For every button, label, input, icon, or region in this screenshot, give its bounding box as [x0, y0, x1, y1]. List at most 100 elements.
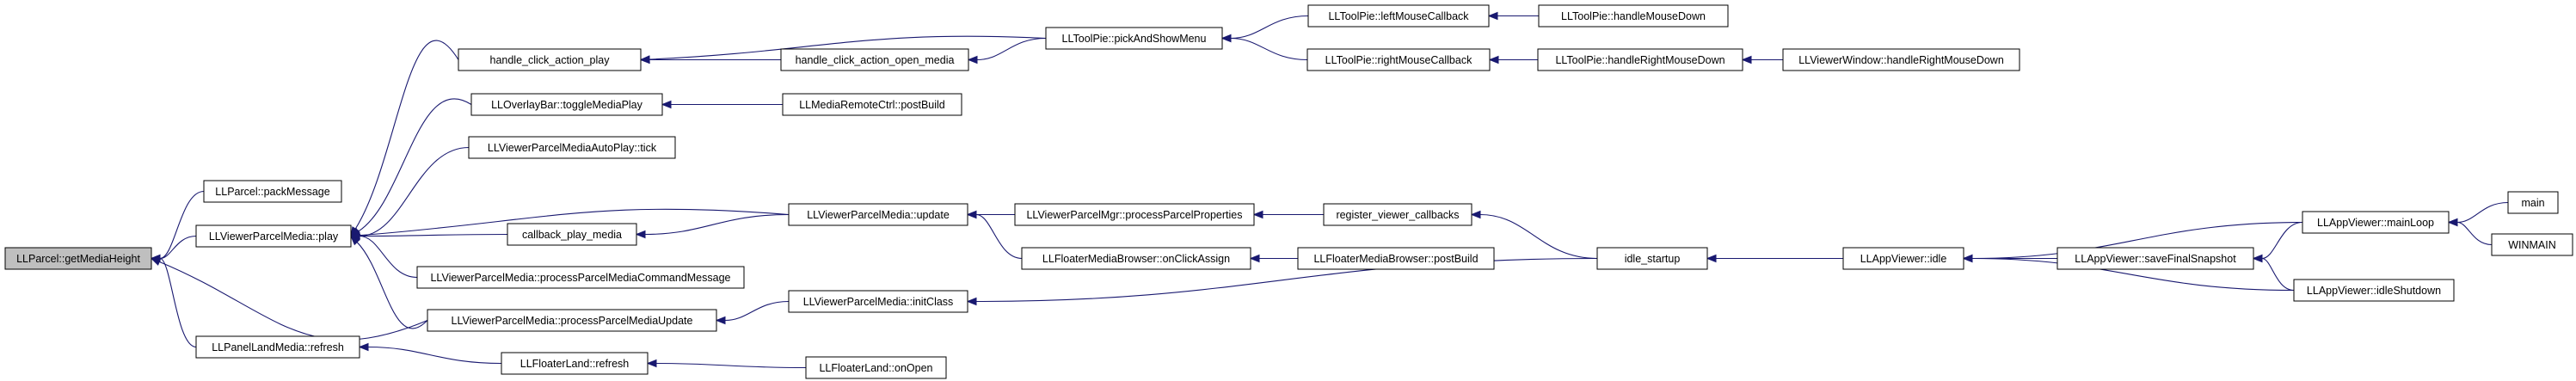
call-edge-toggleMediaPlay-to-play — [358, 98, 472, 232]
graph-node-fmbPostBuild[interactable]: LLFloaterMediaBrowser::postBuild — [1297, 247, 1495, 270]
node-box[interactable] — [1323, 203, 1472, 226]
node-box[interactable] — [1596, 247, 1708, 270]
node-box[interactable] — [4, 247, 152, 270]
node-label: LLViewerParcelMedia::processParcelMediaC… — [430, 272, 730, 284]
arrowhead-icon — [150, 257, 162, 266]
node-box[interactable] — [2302, 211, 2450, 234]
graph-node-main[interactable]: main — [2507, 191, 2559, 214]
node-box[interactable] — [2507, 191, 2559, 214]
node-box[interactable] — [1306, 48, 1491, 71]
node-label: LLParcel::packMessage — [215, 186, 329, 198]
graph-node-packMessage[interactable]: LLParcel::packMessage — [203, 180, 342, 203]
graph-node-registerViewerCbs[interactable]: register_viewer_callbacks — [1323, 203, 1472, 226]
graph-node-callbackPlayMedia[interactable]: callback_play_media — [507, 223, 637, 246]
node-box[interactable] — [805, 356, 947, 379]
graph-node-autoPlayTick[interactable]: LLViewerParcelMediaAutoPlay::tick — [468, 136, 676, 159]
node-box[interactable] — [1021, 247, 1251, 270]
graph-node-handleMouseDown[interactable]: LLToolPie::handleMouseDown — [1538, 4, 1729, 28]
node-label: LLToolPie::rightMouseCallback — [1325, 54, 1472, 66]
graph-node-pickAndShowMenu[interactable]: LLToolPie::pickAndShowMenu — [1045, 27, 1223, 50]
node-box[interactable] — [1297, 247, 1495, 270]
graph-node-rightMouseCb[interactable]: LLToolPie::rightMouseCallback — [1306, 48, 1491, 71]
graph-node-postBuildRemote[interactable]: LLMediaRemoteCtrl::postBuild — [782, 93, 962, 116]
node-box[interactable] — [788, 290, 968, 313]
node-label: LLViewerParcelMedia::play — [209, 230, 339, 243]
node-box[interactable] — [1842, 247, 1964, 270]
call-edge-processCmdMsg-to-play — [359, 235, 418, 279]
call-edge-packMessage-to-getMediaHeight — [159, 190, 205, 260]
node-label: LLViewerParcelMgr::processParcelProperti… — [1026, 209, 1242, 221]
node-box[interactable] — [458, 48, 642, 71]
node-label: LLOverlayBar::toggleMediaPlay — [491, 99, 643, 111]
node-label: LLViewerParcelMediaAutoPlay::tick — [488, 142, 657, 154]
graph-node-leftMouseCb[interactable]: LLToolPie::leftMouseCallback — [1307, 4, 1490, 28]
call-edge-onClickAssign-to-vpmUpdate — [975, 213, 1023, 260]
node-box[interactable] — [2293, 279, 2455, 302]
node-box[interactable] — [1307, 4, 1490, 28]
arrowhead-icon — [966, 297, 977, 306]
graph-node-toggleMediaPlay[interactable]: LLOverlayBar::toggleMediaPlay — [470, 93, 663, 116]
arrowhead-icon — [661, 100, 672, 109]
graph-node-idleStartup[interactable]: idle_startup — [1596, 247, 1708, 270]
graph-node-windowRightMouseDown[interactable]: LLViewerWindow::handleRightMouseDown — [1782, 48, 2020, 71]
node-box[interactable] — [470, 93, 663, 116]
graph-node-handleClickPlay[interactable]: handle_click_action_play — [458, 48, 642, 71]
arrowhead-icon — [715, 316, 726, 325]
graph-node-floaterLandRefresh[interactable]: LLFloaterLand::refresh — [501, 352, 649, 375]
node-label: LLFloaterLand::onOpen — [819, 362, 932, 374]
node-label: LLMediaRemoteCtrl::postBuild — [799, 99, 945, 111]
graph-node-handleRightMouseDown[interactable]: LLToolPie::handleRightMouseDown — [1537, 48, 1743, 71]
node-box[interactable] — [427, 309, 717, 332]
node-label: LLAppViewer::idle — [1860, 253, 1947, 265]
node-box[interactable] — [195, 335, 360, 359]
graph-node-saveFinalSnapshot[interactable]: LLAppViewer::saveFinalSnapshot — [2056, 247, 2254, 270]
node-label: LLToolPie::pickAndShowMenu — [1062, 33, 1207, 45]
graph-node-handleClickOpen[interactable]: handle_click_action_open_media — [780, 48, 969, 71]
call-edge-idleShutdown-to-saveFinalSnapshot — [2261, 257, 2295, 292]
call-edge-main-to-mainLoop — [2456, 201, 2509, 224]
node-box[interactable] — [1045, 27, 1223, 50]
node-box[interactable] — [788, 203, 968, 226]
node-label: LLToolPie::leftMouseCallback — [1328, 10, 1469, 22]
graph-node-vpmUpdate[interactable]: LLViewerParcelMedia::update — [788, 203, 968, 226]
node-box[interactable] — [1014, 203, 1255, 226]
graph-node-initClass[interactable]: LLViewerParcelMedia::initClass — [788, 290, 968, 313]
node-label: LLViewerParcelMedia::initClass — [803, 296, 954, 308]
node-box[interactable] — [507, 223, 637, 246]
graph-node-onClickAssign[interactable]: LLFloaterMediaBrowser::onClickAssign — [1021, 247, 1251, 270]
node-box[interactable] — [501, 352, 649, 375]
graph-node-floaterLandOnOpen[interactable]: LLFloaterLand::onOpen — [805, 356, 947, 379]
call-edge-floaterLandOnOpen-to-floaterLandRefresh — [655, 362, 807, 369]
graph-node-winmain[interactable]: WINMAIN — [2491, 233, 2573, 256]
graph-node-processCmdMsg[interactable]: LLViewerParcelMedia::processParcelMediaC… — [416, 266, 745, 289]
node-box[interactable] — [1782, 48, 2020, 71]
arrowhead-icon — [1741, 55, 1752, 65]
node-box[interactable] — [782, 93, 962, 116]
graph-node-play[interactable]: LLViewerParcelMedia::play — [195, 224, 352, 248]
call-edge-pickAndShowMenu-to-handleClickPlay — [649, 35, 1047, 60]
node-label: handle_click_action_open_media — [796, 54, 955, 66]
graph-node-processUpdate[interactable]: LLViewerParcelMedia::processParcelMediaU… — [427, 309, 717, 332]
graph-node-panelRefresh[interactable]: LLPanelLandMedia::refresh — [195, 335, 360, 359]
node-box[interactable] — [1538, 4, 1729, 28]
node-box[interactable] — [416, 266, 745, 289]
graph-node-getMediaHeight[interactable]: LLParcel::getMediaHeight — [4, 247, 152, 270]
node-label: LLAppViewer::idleShutdown — [2307, 285, 2441, 297]
node-label: LLFloaterMediaBrowser::onClickAssign — [1042, 253, 1230, 265]
node-box[interactable] — [468, 136, 676, 159]
node-box[interactable] — [1537, 48, 1743, 71]
graph-node-processParcelProps[interactable]: LLViewerParcelMgr::processParcelProperti… — [1014, 203, 1255, 226]
arrowhead-icon — [967, 55, 978, 65]
node-label: LLToolPie::handleRightMouseDown — [1555, 54, 1725, 66]
node-box[interactable] — [195, 224, 352, 248]
graph-node-idleShutdown[interactable]: LLAppViewer::idleShutdown — [2293, 279, 2455, 302]
node-box[interactable] — [2056, 247, 2254, 270]
graph-node-mainLoop[interactable]: LLAppViewer::mainLoop — [2302, 211, 2450, 234]
arrowhead-icon — [1488, 55, 1499, 65]
node-box[interactable] — [203, 180, 342, 203]
node-box[interactable] — [780, 48, 969, 71]
graph-node-appIdle[interactable]: LLAppViewer::idle — [1842, 247, 1964, 270]
call-edge-handleClickPlay-to-play — [354, 40, 459, 230]
node-box[interactable] — [2491, 233, 2573, 256]
node-label: main — [2521, 197, 2544, 209]
